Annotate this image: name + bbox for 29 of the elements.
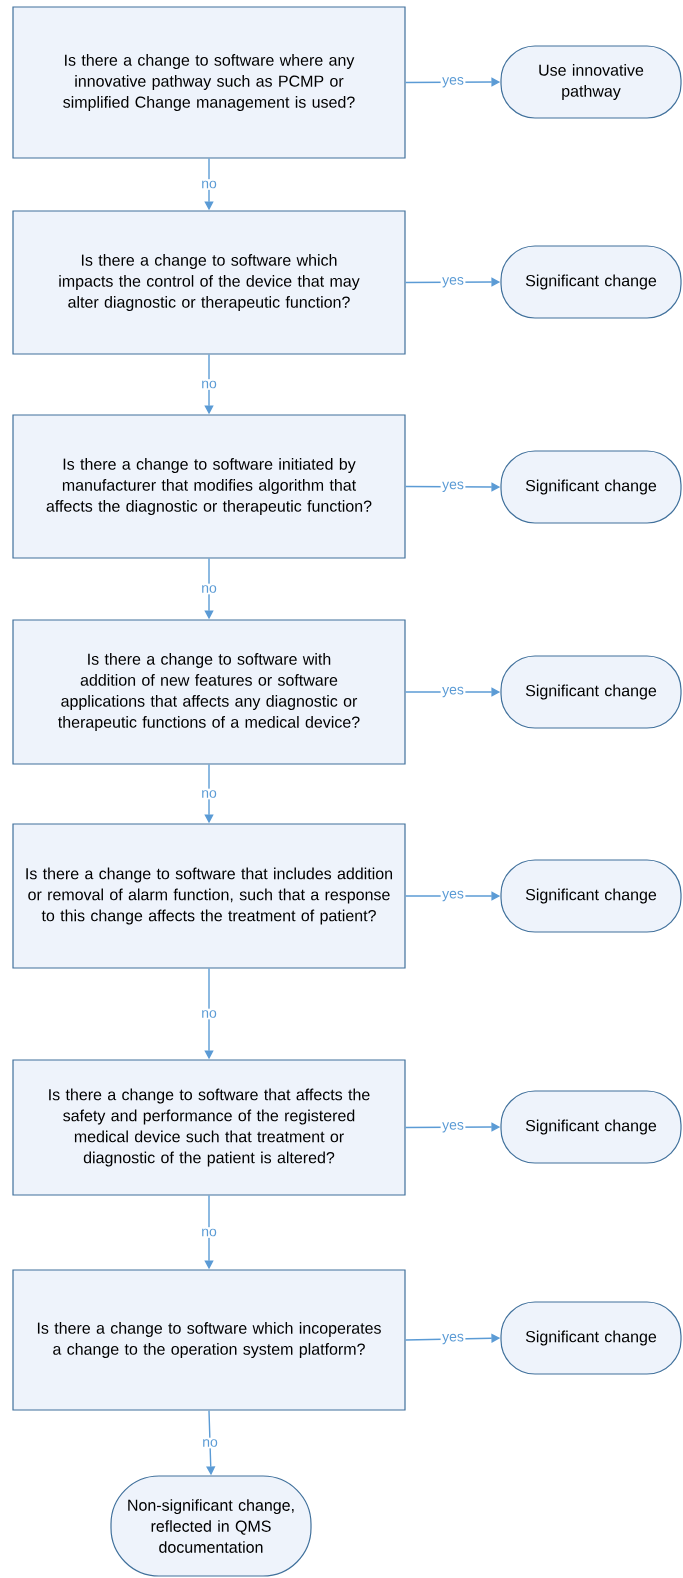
terminal-box: Non-significant change, reflected in QMS documentation — [110, 1475, 312, 1577]
edge-label: yes — [440, 480, 466, 494]
terminal-box: Significant change — [500, 450, 682, 524]
terminal-box: Significant change — [500, 1301, 682, 1375]
edge-label: yes — [440, 75, 466, 89]
edge-label: no — [200, 1437, 220, 1449]
edge-label: no — [199, 583, 219, 595]
edge-label: yes — [440, 889, 466, 903]
edge-label: no — [199, 179, 219, 190]
edge-label: yes — [440, 685, 466, 699]
edge-label: no — [199, 788, 219, 800]
edge-label: yes — [440, 275, 466, 289]
question-box: Is there a change to software which incoperates a change to the operation system platform? — [12, 1269, 406, 1411]
question-box: Is there a change to software that includes addition or removal of alarm function, such that a response to this change affects the treatment of patient? — [12, 823, 406, 969]
edge-label: no — [199, 1008, 219, 1020]
question-box: Is there a change to software initiated by manufacturer that modifies algorithm that affects the diagnostic or therapeutic function? — [12, 414, 406, 559]
question-box: Is there a change to software which impacts the control of the device that may alter diagnostic or therapeutic function? — [12, 210, 406, 355]
edge-label: no — [199, 1227, 219, 1238]
edge-label: yes — [440, 1332, 466, 1346]
question-box: Is there a change to software where any innovative pathway such as PCMP or simplified Change management is used? — [12, 6, 406, 159]
edge-label: yes — [440, 1120, 466, 1134]
terminal-box: Significant change — [500, 655, 682, 729]
terminal-box: Use innovative pathway — [500, 45, 682, 119]
terminal-box: Significant change — [500, 245, 682, 319]
terminal-box: Significant change — [500, 1090, 682, 1164]
terminal-box: Significant change — [500, 859, 682, 933]
question-box: Is there a change to software with addition of new features or software applications that affects any diagnostic or therapeutic functions of a medical device? — [12, 619, 406, 765]
question-box: Is there a change to software that affects the safety and performance of the registered medical device such that treatment or diagnostic of the patient is altered? — [12, 1059, 406, 1196]
edge-label: no — [199, 379, 219, 390]
